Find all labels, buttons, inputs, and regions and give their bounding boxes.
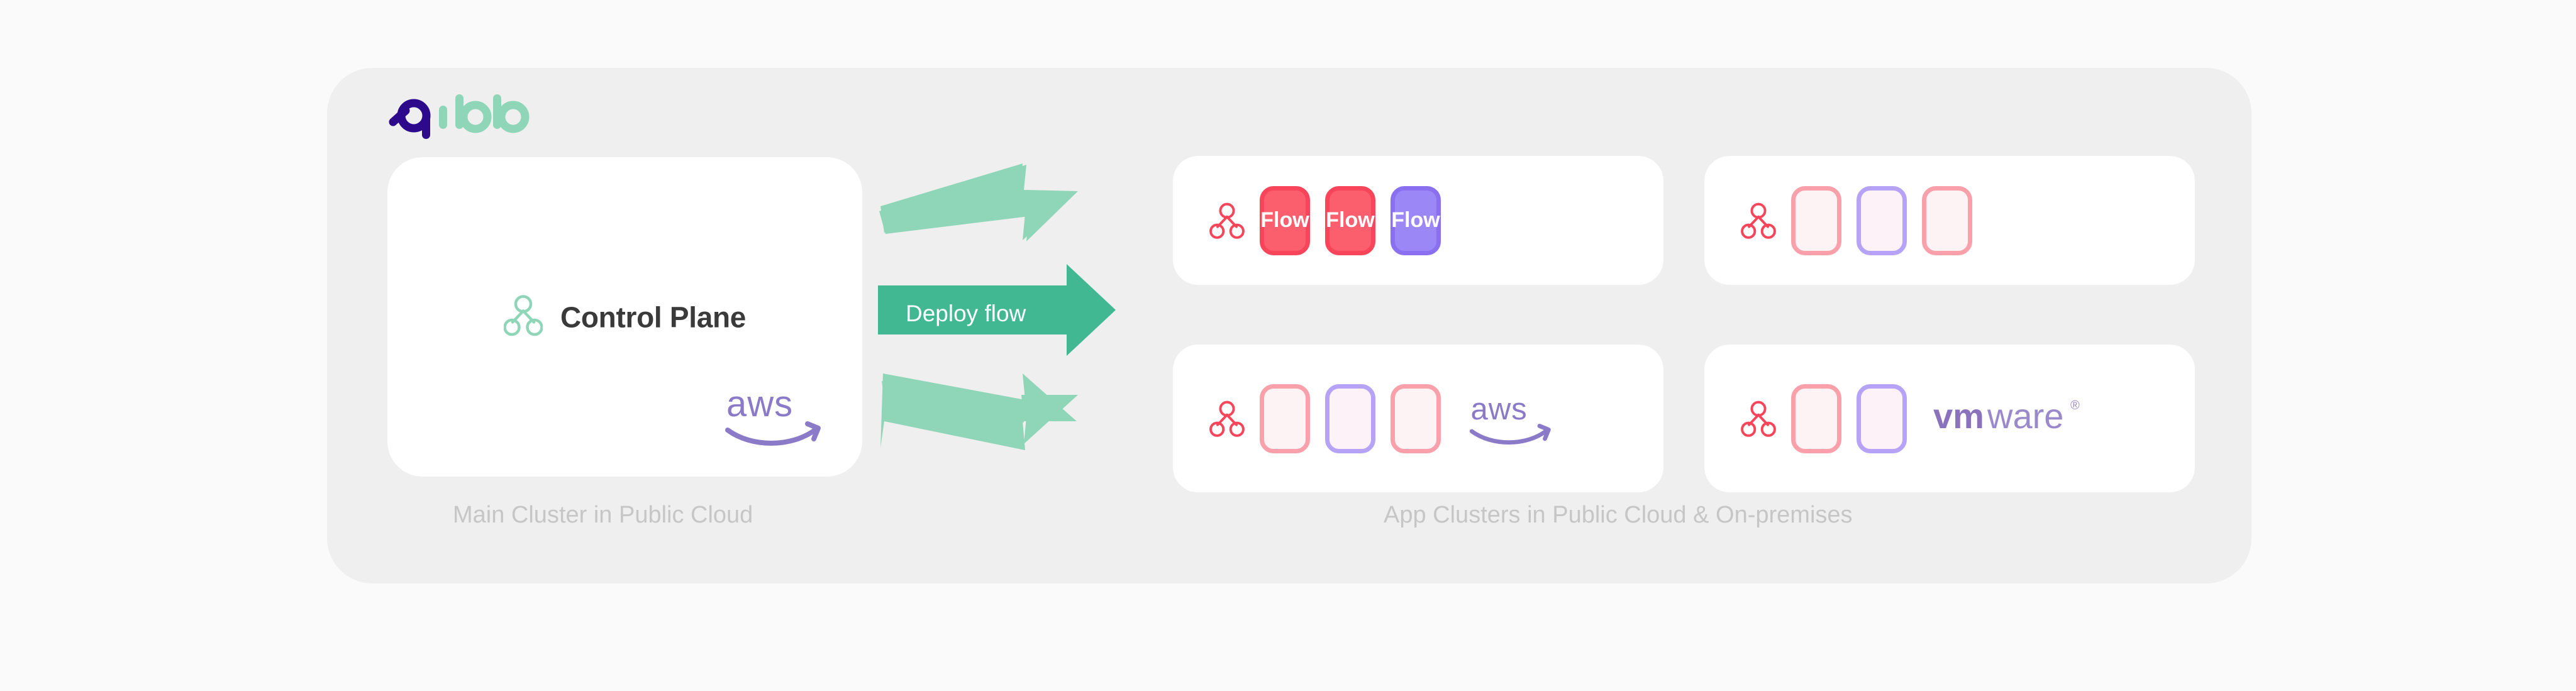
cluster-node-icon-svg: [1209, 401, 1245, 437]
svg-text:aws: aws: [726, 384, 793, 424]
flow-box[interactable]: [1791, 185, 1841, 255]
deploy-arrow-up-icon: [879, 163, 1078, 241]
arrows-group: Deploy flow: [878, 162, 1174, 477]
control-plane-title: Control Plane: [560, 301, 747, 333]
logo-letter-i: [439, 106, 447, 129]
flow-box[interactable]: [1857, 384, 1907, 453]
logo-letter-q: [389, 99, 431, 139]
cluster-card-0[interactable]: Flow Flow Flow: [1173, 156, 1663, 285]
qibb-logo-svg: [389, 94, 530, 139]
cluster-node-icon-svg: [1209, 202, 1245, 239]
diagram-panel: Control Plane aws Deploy flow: [327, 68, 2251, 583]
flow-box[interactable]: [1857, 185, 1907, 255]
flow-box[interactable]: Flow: [1260, 185, 1310, 255]
vmware-light-text: ware: [1987, 396, 2063, 436]
control-plane-card[interactable]: Control Plane aws: [387, 157, 862, 477]
cluster-card-3[interactable]: vm ware ®: [1704, 345, 2195, 492]
vmware-bold-text: vm: [1933, 396, 1984, 436]
cluster-node-icon-svg: [503, 295, 543, 336]
deploy-flow-label: Deploy flow: [906, 301, 1026, 326]
flow-box[interactable]: [1391, 384, 1441, 453]
aws-logo-svg: aws: [725, 384, 821, 446]
flow-box[interactable]: [1791, 384, 1841, 453]
cluster-node-icon-svg: [1741, 202, 1776, 239]
cluster-node-icon-svg: [1741, 401, 1776, 437]
flow-box[interactable]: Flow: [1325, 185, 1375, 255]
cluster-card-1[interactable]: [1704, 156, 2195, 285]
svg-text:aws: aws: [1470, 392, 1527, 426]
vmware-registered-mark: ®: [2070, 399, 2080, 412]
cluster-node-icon: [503, 295, 543, 340]
logo-letter-b1: [455, 94, 492, 133]
cluster-card-1-inner: [1704, 185, 1972, 255]
cluster-card-2-inner: aws: [1173, 384, 1555, 453]
aws-logo: aws: [724, 380, 824, 446]
cluster-card-0-inner: Flow Flow Flow: [1173, 185, 1441, 255]
cluster-node-icon: [1741, 401, 1776, 437]
aws-logo-svg: aws: [1469, 392, 1551, 445]
qibb-logo: [385, 87, 530, 143]
vmware-logo-svg: vm ware ®: [1933, 396, 2080, 436]
cluster-node-icon: [1209, 401, 1245, 437]
flow-box[interactable]: Flow: [1391, 185, 1441, 255]
flow-box[interactable]: [1260, 384, 1310, 453]
logo-letter-b2: [493, 94, 530, 133]
caption-app-clusters: App Clusters in Public Cloud & On-premis…: [1384, 502, 1853, 528]
vmware-logo: vm ware ®: [1933, 394, 2090, 443]
flow-box[interactable]: [1325, 384, 1375, 453]
caption-main-cluster: Main Cluster in Public Cloud: [453, 502, 753, 528]
cluster-card-3-inner: vm ware ®: [1704, 384, 2090, 453]
deploy-flow-arrow-icon: [878, 264, 1116, 356]
flow-box[interactable]: [1922, 185, 1972, 255]
cluster-node-icon: [1741, 202, 1776, 239]
cluster-card-2[interactable]: aws: [1173, 345, 1663, 492]
aws-logo: aws: [1467, 389, 1555, 448]
control-plane-row: Control Plane: [387, 295, 862, 340]
deploy-arrow-down-icon: [880, 373, 1078, 450]
cluster-node-icon: [1209, 202, 1245, 239]
